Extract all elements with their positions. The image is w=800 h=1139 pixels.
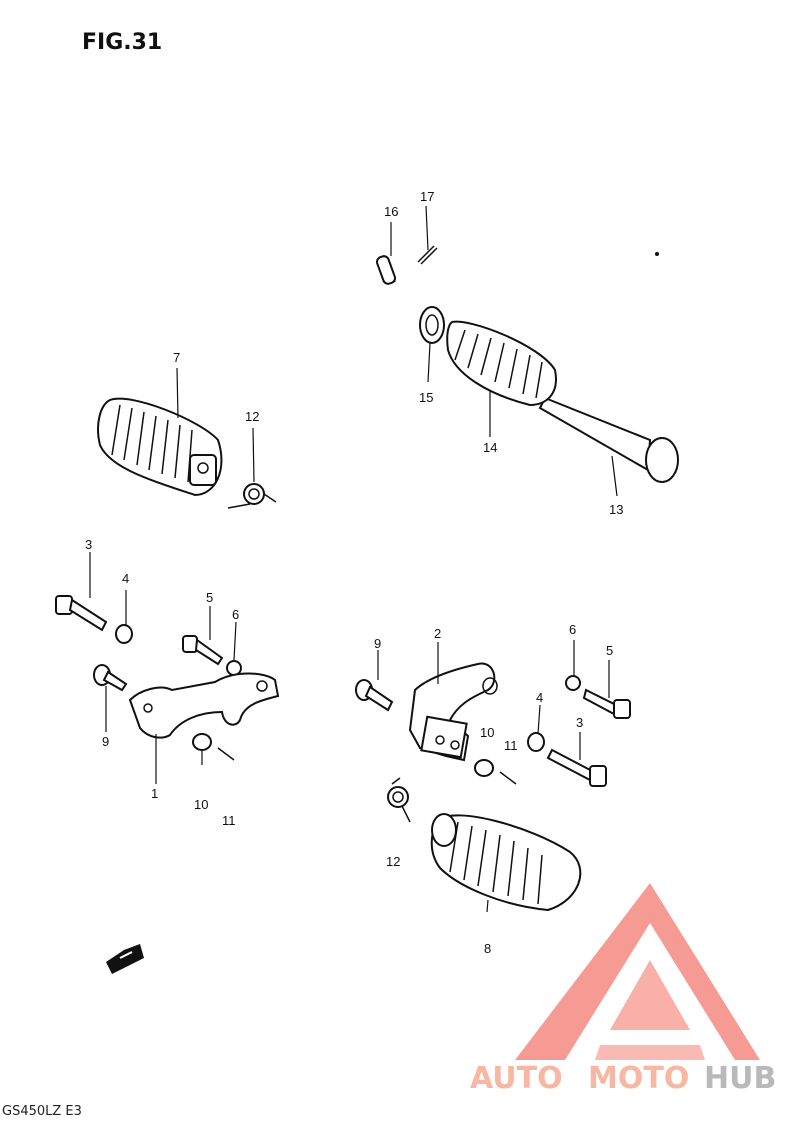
label-3-left: 3 bbox=[85, 537, 92, 552]
label-12-left: 12 bbox=[245, 409, 259, 424]
figure-title: FIG.31 bbox=[82, 30, 163, 55]
label-3-right: 3 bbox=[576, 715, 583, 730]
label-5-right: 5 bbox=[606, 643, 613, 658]
label-8: 8 bbox=[484, 941, 491, 956]
part-1-bracket-left bbox=[128, 672, 280, 739]
part-3-bolt-right bbox=[546, 748, 607, 787]
part-10-washer-right bbox=[474, 759, 494, 777]
part-14-rubber-grip bbox=[446, 320, 557, 407]
part-11-cotter-right bbox=[499, 771, 517, 785]
part-10-washer-left bbox=[192, 733, 212, 751]
leader-lines bbox=[89, 205, 618, 913]
watermark-hub: HUB bbox=[704, 1061, 776, 1096]
front-arrow-icon bbox=[106, 944, 144, 974]
part-12-spring-right bbox=[387, 777, 411, 823]
watermark-logo bbox=[515, 883, 760, 1060]
footer-model-code: GS450LZ E3 bbox=[2, 1104, 82, 1119]
watermark-text: AUTO MOTO HUB bbox=[470, 1061, 776, 1096]
part-6-nut-left bbox=[226, 660, 242, 676]
label-14: 14 bbox=[483, 440, 497, 455]
part-5-bolt-right bbox=[582, 688, 631, 719]
part-9-pin-left bbox=[93, 664, 128, 692]
label-11-left: 11 bbox=[222, 813, 236, 828]
part-4-washer-right bbox=[527, 732, 545, 752]
part-17-cotter-pin bbox=[417, 245, 438, 265]
part-5-bolt-left bbox=[182, 635, 224, 666]
label-11-right: 11 bbox=[504, 738, 518, 753]
label-1: 1 bbox=[151, 786, 158, 801]
label-15: 15 bbox=[419, 390, 433, 405]
watermark-moto: MOTO bbox=[588, 1061, 689, 1096]
part-13-shaft bbox=[538, 396, 679, 483]
part-4-washer-left bbox=[115, 624, 133, 644]
label-10-right: 10 bbox=[480, 725, 494, 740]
label-5-left: 5 bbox=[206, 590, 213, 605]
label-4-left: 4 bbox=[122, 571, 129, 586]
part-7-footrest-rubber bbox=[97, 397, 223, 497]
label-7: 7 bbox=[173, 350, 180, 365]
label-6-right: 6 bbox=[569, 622, 576, 637]
label-16: 16 bbox=[384, 204, 398, 219]
part-15-washer bbox=[419, 306, 445, 344]
label-12-right: 12 bbox=[386, 854, 400, 869]
label-17: 17 bbox=[420, 189, 434, 204]
watermark-auto: AUTO bbox=[470, 1061, 563, 1096]
part-6-nut-right bbox=[565, 675, 581, 691]
label-9-right: 9 bbox=[374, 636, 381, 651]
label-4-right: 4 bbox=[536, 690, 543, 705]
part-16-pin bbox=[375, 255, 397, 285]
label-9-left: 9 bbox=[102, 734, 109, 749]
part-12-spring-left bbox=[227, 483, 277, 509]
part-9-pin-right bbox=[355, 679, 394, 712]
label-13: 13 bbox=[609, 502, 623, 517]
part-8-footrest-rubber bbox=[430, 813, 582, 912]
label-6-left: 6 bbox=[232, 607, 239, 622]
label-10-left: 10 bbox=[194, 797, 208, 812]
part-3-bolt-left bbox=[55, 595, 108, 632]
part-11-cotter-left bbox=[217, 747, 235, 761]
label-2: 2 bbox=[434, 626, 441, 641]
part-2-bracket-right bbox=[408, 662, 498, 762]
